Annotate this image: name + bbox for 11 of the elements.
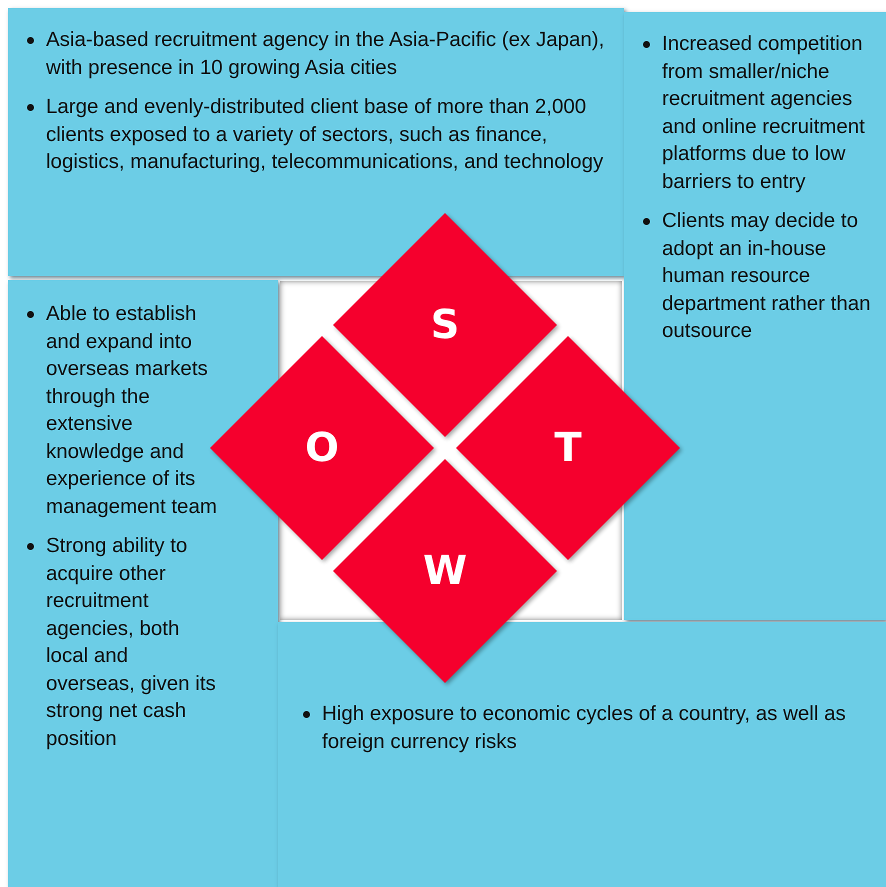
bullet-point: Able to establish and expand into overseas markets through the extensive knowledge and experience of its management team xyxy=(12,300,220,520)
bullet-point: Strong ability to acquire other recruitment agencies, both local and overseas, given its strong net cash position xyxy=(12,532,220,752)
bullet-point: High exposure to economic cycles of a country, as well as foreign currency risks xyxy=(288,700,866,755)
swot-panel xyxy=(8,8,624,276)
bullet-point: Increased competition from smaller/niche recruitment agencies and online recruitment platforms due to low barriers to entry xyxy=(628,30,886,195)
swot-panel xyxy=(624,12,886,620)
bullet-point: Asia-based recruitment agency in the Asia-Pacific (ex Japan), with presence in 10 growing Asia cities xyxy=(12,26,606,81)
bullet-point: Clients may decide to adopt an in-house human resource department rather than outsource xyxy=(628,207,886,344)
swot-panel xyxy=(278,622,886,887)
swot-panel xyxy=(8,280,278,887)
bullet-point: Large and evenly-distributed client base of more than 2,000 clients exposed to a variety of sectors, such as finance, logistics, manufacturing, telecommunications, and technology xyxy=(12,93,606,176)
